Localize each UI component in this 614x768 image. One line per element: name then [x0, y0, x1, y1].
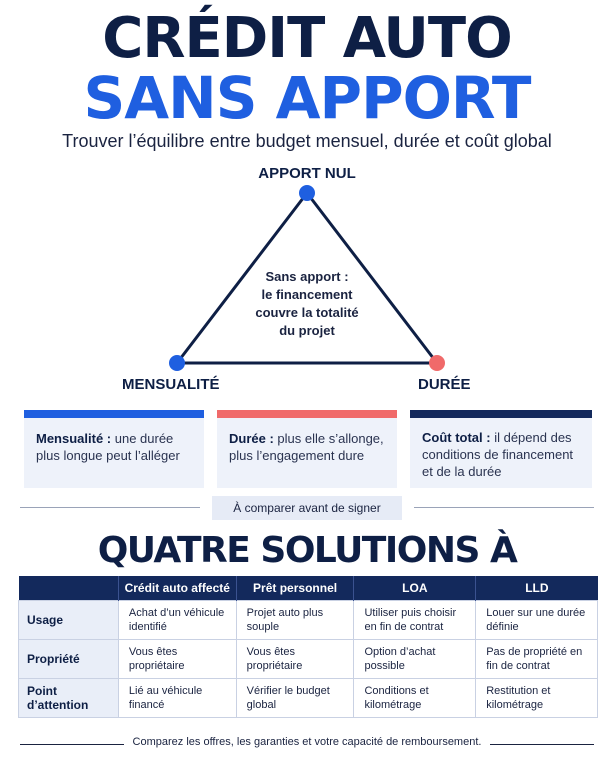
vertex-right-dot [429, 355, 445, 371]
table-cell: Restitution et kilométrage [475, 678, 598, 718]
table-cell: Option d’achat possible [353, 639, 477, 679]
card-text: une durée plus longue peut l’alléger [36, 431, 180, 463]
table-cell: Vérifier le budget global [235, 678, 355, 718]
table-row: Propriété Vous êtes propriétaire Vous êt… [18, 639, 598, 679]
card-accent-bar [410, 410, 592, 418]
table-header: LLD [475, 576, 598, 601]
table-cell: Conditions et kilométrage [353, 678, 477, 718]
table-header: Prêt personnel [236, 576, 355, 601]
table-cell: Utiliser puis choisir en fin de contrat [353, 600, 477, 640]
card-title: Mensualité : [36, 431, 112, 446]
center-line: du projet [279, 323, 335, 338]
table-cell: Pas de propriété en fin de contrat [475, 639, 598, 679]
table-row: Point d’attention Lié au véhicule financ… [18, 678, 598, 718]
table-cell: Achat d’un véhicule identifié [117, 600, 237, 640]
table-cell: Louer sur une durée définie [475, 600, 598, 640]
center-line: Sans apport : [265, 269, 349, 284]
comparison-table: Crédit auto affecté Prêt personnel LOA L… [18, 576, 598, 718]
triangle-center-text: Sans apport : le financement couvre la t… [232, 268, 382, 340]
table-cell: Vous êtes propriétaire [235, 639, 355, 679]
triangle-outline [175, 191, 439, 365]
triangle-diagram [169, 185, 445, 371]
center-line: le financement [261, 287, 353, 302]
card-duree: Durée : plus elle s’allonge, plus l’enga… [217, 410, 397, 488]
compare-note-row: À comparer avant de signer [0, 496, 614, 520]
divider-line [20, 507, 200, 508]
card-title: Durée : [229, 431, 274, 446]
table-row: Usage Achat d’un véhicule identifié Proj… [18, 600, 598, 640]
subtitle: Trouver l’équilibre entre budget mensuel… [62, 131, 552, 151]
compare-note: À comparer avant de signer [212, 496, 402, 520]
title-line-1: CRÉDIT AUTO [102, 6, 512, 71]
card-text: plus elle s’allonge, plus l’engagement d… [229, 431, 384, 463]
card-text: il dépend des conditions de financement … [422, 430, 574, 479]
divider-line [20, 744, 124, 745]
center-line: couvre la totalité [255, 305, 359, 320]
vertex-label-mensualite: MENSUALITÉ [122, 376, 220, 393]
table-header: LOA [353, 576, 477, 601]
footer-note: Comparez les offres, les garanties et vo… [132, 736, 482, 748]
divider-line [490, 744, 594, 745]
table-cell: Vous êtes propriétaire [117, 639, 237, 679]
title-line-2: SANS APPORT [83, 64, 532, 132]
table-header [18, 576, 119, 601]
row-label: Point d’attention [18, 678, 119, 718]
vertex-top-dot [299, 185, 315, 201]
card-accent-bar [24, 410, 204, 418]
row-label: Usage [18, 600, 119, 640]
card-accent-bar [217, 410, 397, 418]
card-mensualite: Mensualité : une durée plus longue peut … [24, 410, 204, 488]
footer-row: Comparez les offres, les garanties et vo… [0, 734, 614, 754]
table-header: Crédit auto affecté [118, 576, 237, 601]
table-cell: Lié au véhicule financé [117, 678, 237, 718]
vertex-left-dot [169, 355, 185, 371]
vertex-label-duree: DURÉE [418, 376, 471, 393]
table-cell: Projet auto plus souple [235, 600, 355, 640]
row-label: Propriété [18, 639, 119, 679]
table-header-row: Crédit auto affecté Prêt personnel LOA L… [18, 576, 598, 601]
card-cout-total: Coût total : il dépend des conditions de… [410, 410, 592, 488]
card-title: Coût total : [422, 430, 491, 445]
divider-line [414, 507, 594, 508]
vertex-label-apport-nul: APPORT NUL [258, 165, 356, 182]
